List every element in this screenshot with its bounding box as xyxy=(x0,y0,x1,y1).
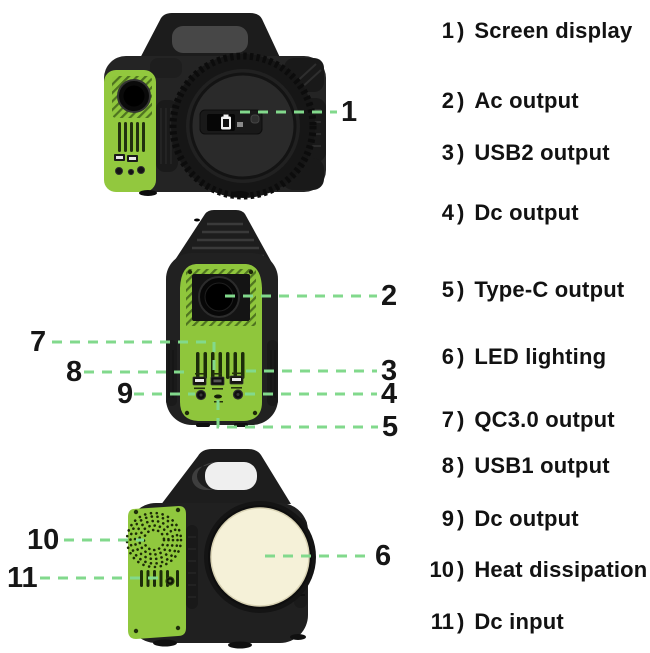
legend-number: 8 xyxy=(441,453,454,478)
legend-label: Dc input xyxy=(474,609,564,634)
power-station-side-view xyxy=(125,449,316,649)
legend-label: Dc output xyxy=(474,200,579,225)
vent-grille xyxy=(196,352,245,379)
dc-input-port xyxy=(165,576,175,586)
side-usb-ports xyxy=(114,154,145,176)
callout-number-9: 9 xyxy=(117,378,134,410)
legend-number: 10 xyxy=(429,557,454,582)
legend-number: 6 xyxy=(441,344,454,369)
led-light xyxy=(204,501,316,613)
callout-number-2: 2 xyxy=(381,280,398,312)
callout-number-7: 7 xyxy=(30,326,47,358)
callout-number-1: 1 xyxy=(341,96,358,128)
legend-number: 4 xyxy=(441,200,454,225)
legend-number: 11 xyxy=(430,609,454,634)
power-station-rear-view xyxy=(166,210,278,427)
type-c-port xyxy=(214,394,222,399)
legend-number: 7 xyxy=(441,407,454,432)
legend-label: QC3.0 output xyxy=(474,407,615,432)
legend: 1)Screen display 2)Ac output 3)USB2 outp… xyxy=(408,0,650,653)
screen-display xyxy=(199,109,263,135)
legend-label: Screen display xyxy=(474,18,633,43)
legend-item-dc-input: 11)Dc input xyxy=(408,608,564,636)
handle-peak xyxy=(173,210,272,263)
legend-label: USB2 output xyxy=(474,140,610,165)
usb2-port xyxy=(229,375,244,385)
legend-item-led-lighting: 6)LED lighting xyxy=(408,343,606,371)
legend-number: 5 xyxy=(441,277,454,302)
legend-item-heat-dissipation: 10)Heat dissipation xyxy=(408,556,648,584)
callout-number-8: 8 xyxy=(66,356,83,388)
callout-number-5: 5 xyxy=(382,411,399,443)
callout-number-4: 4 xyxy=(381,378,398,410)
legend-label: Ac output xyxy=(474,88,579,113)
legend-item-usb2-output: 3)USB2 output xyxy=(408,139,610,167)
legend-item-usb1-output: 8)USB1 output xyxy=(408,452,610,480)
legend-number: 9 xyxy=(441,506,454,531)
legend-item-ac-output: 2)Ac output xyxy=(408,87,579,115)
legend-number: 3 xyxy=(441,140,454,165)
callout-number-6: 6 xyxy=(375,540,392,572)
legend-item-qc3-output: 7)QC3.0 output xyxy=(408,406,615,434)
ac-outlet xyxy=(198,276,240,318)
legend-label: Heat dissipation xyxy=(474,557,648,582)
vent-grille xyxy=(118,122,145,152)
legend-label: Dc output xyxy=(474,506,579,531)
usb1-port xyxy=(192,376,207,386)
legend-item-screen-display: 1)Screen display xyxy=(408,17,632,45)
callout-line-5 xyxy=(216,400,378,429)
callout-number-11: 11 xyxy=(7,562,38,594)
callout-line-7 xyxy=(52,340,216,374)
battery-icon xyxy=(221,114,231,130)
legend-item-dc-output: 4)Dc output xyxy=(408,199,579,227)
heat-dissipation-vent xyxy=(125,511,183,569)
qc3-port xyxy=(210,376,225,386)
legend-item-type-c-output: 5)Type-C output xyxy=(408,276,624,304)
legend-number: 2 xyxy=(441,88,454,113)
side-panel-green xyxy=(104,70,156,192)
callout-number-10: 10 xyxy=(27,524,60,556)
legend-number: 1 xyxy=(441,18,454,43)
legend-label: Type-C output xyxy=(474,277,625,302)
legend-label: LED lighting xyxy=(474,344,607,369)
callout-number-3: 3 xyxy=(381,355,398,387)
legend-item-dc-output-2: 9)Dc output xyxy=(408,505,579,533)
vent-grille xyxy=(140,570,179,587)
legend-label: USB1 output xyxy=(474,453,610,478)
power-station-front-view xyxy=(104,13,326,200)
